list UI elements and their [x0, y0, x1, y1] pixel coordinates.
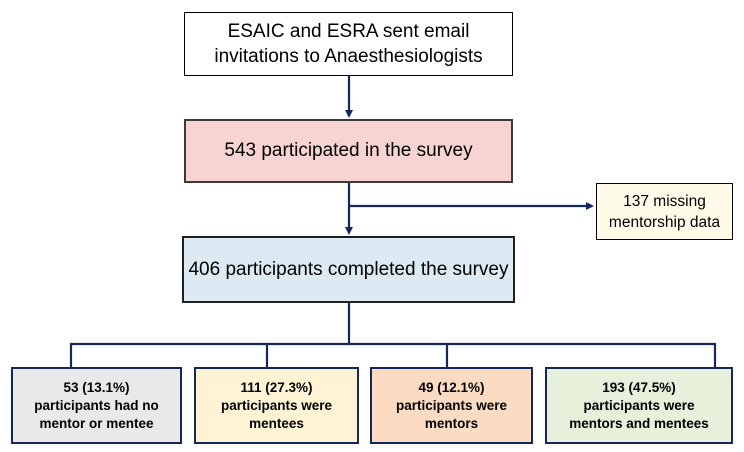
mentees-text: 111 (27.3%) participants were mentees: [220, 379, 333, 431]
completed-box: 406 participants completed the survey: [182, 236, 515, 303]
no-mentor-text: 53 (13.1%) participants had no mentor or…: [34, 379, 159, 431]
mentors-box: 49 (12.1%) participants were mentors: [370, 367, 533, 444]
mentors-and-mentees-box: 193 (47.5%) participants were mentors an…: [545, 367, 733, 444]
missing-data-text: 137 missing mentorship data: [608, 192, 721, 231]
participated-text: 543 participated in the survey: [224, 140, 473, 161]
missing-data-box: 137 missing mentorship data: [596, 183, 733, 240]
invitations-box: ESAIC and ESRA sent email invitations to…: [184, 12, 513, 76]
mentors-and-mentees-text: 193 (47.5%) participants were mentors an…: [569, 379, 709, 431]
mentees-box: 111 (27.3%) participants were mentees: [194, 367, 359, 444]
mentors-text: 49 (12.1%) participants were mentors: [395, 379, 508, 431]
invitations-text: ESAIC and ESRA sent email invitations to…: [214, 21, 483, 67]
completed-text: 406 participants completed the survey: [188, 258, 509, 280]
participated-box: 543 participated in the survey: [184, 119, 513, 183]
no-mentor-box: 53 (13.1%) participants had no mentor or…: [11, 367, 182, 444]
